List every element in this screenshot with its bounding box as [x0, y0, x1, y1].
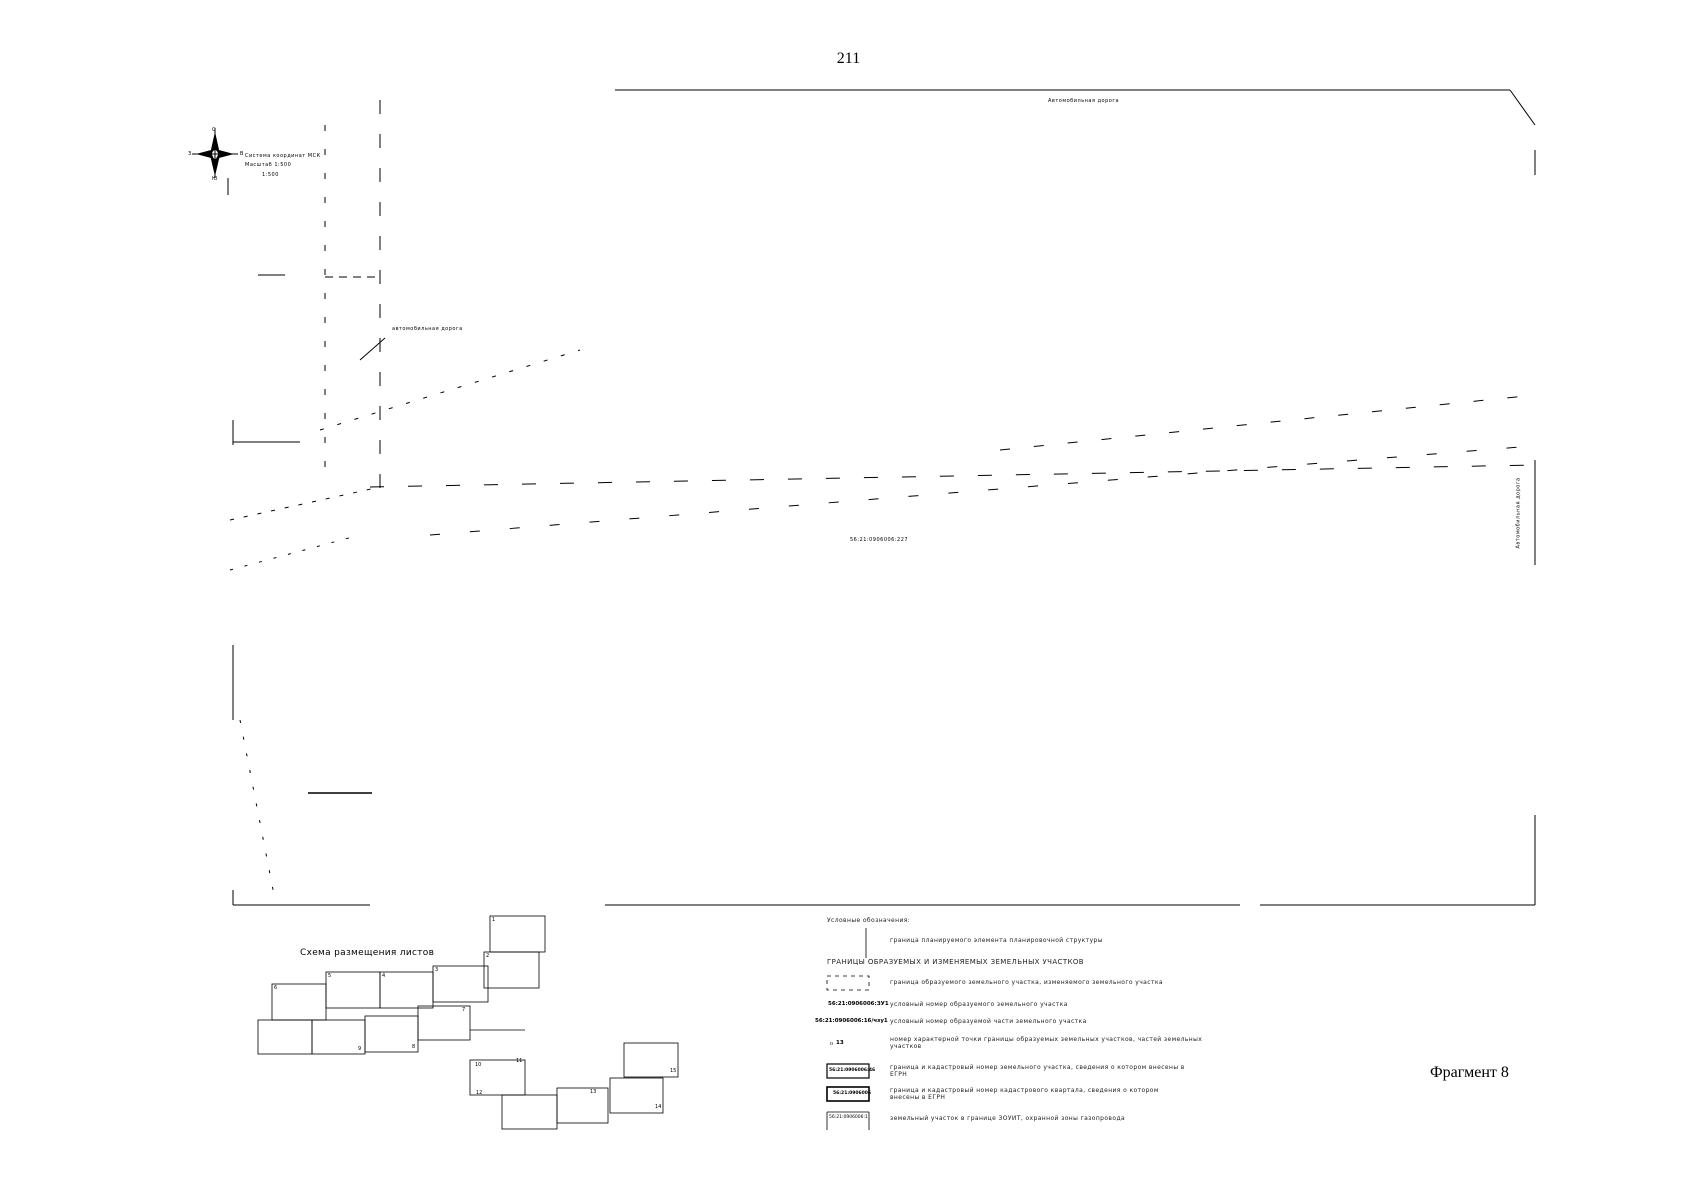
- map-frame: [227, 89, 1536, 906]
- legend-code: 56:21:0906006: [833, 1091, 872, 1096]
- compass-icon: [192, 128, 238, 178]
- west-label: З: [188, 151, 192, 157]
- sheet-number: 5: [328, 973, 332, 979]
- sheet-number: 6: [274, 985, 278, 991]
- sheet-number: 3: [435, 967, 439, 973]
- parcel-label: 56:21:0906006:227: [850, 537, 909, 543]
- legend-symbols: о: [826, 928, 870, 1130]
- road-label-small: автомобильная дорога: [392, 326, 463, 332]
- legend-code: 56:21:0906006:ЗУ1: [828, 1001, 889, 1007]
- south-label: Ю: [212, 176, 218, 182]
- sheet-number: 11: [516, 1058, 523, 1064]
- legend-code: 56:21:0906006:46: [829, 1068, 876, 1073]
- sheet-number: 12: [476, 1090, 483, 1096]
- page-number: 211: [836, 50, 861, 67]
- coordinate-system-label: Система координат МСК: [245, 153, 321, 159]
- legend-title: Условные обозначения:: [827, 917, 911, 924]
- sheet-number: 10: [475, 1062, 482, 1068]
- sheet-number: 15: [670, 1068, 677, 1074]
- sheet-number: 4: [382, 973, 386, 979]
- fragment-label: Фрагмент 8: [1430, 1064, 1509, 1081]
- legend-text: граница образуемого земельного участка, …: [890, 979, 1163, 986]
- legend-text: граница и кадастровый номер кадастрового…: [890, 1087, 1159, 1101]
- sheet-number: 7: [462, 1007, 466, 1013]
- sheet-number: 14: [655, 1104, 662, 1110]
- sheet-scheme: [257, 915, 679, 1130]
- legend-text: условный номер образуемого земельного уч…: [890, 1001, 1068, 1008]
- legend-text: условный номер образуемой части земельно…: [890, 1018, 1087, 1025]
- sheet-number: 8: [412, 1044, 416, 1050]
- sheet-number: 1: [492, 917, 496, 923]
- legend-code: 56:21:0906006:16/чзу1: [815, 1018, 888, 1024]
- svg-text:о: о: [830, 1041, 833, 1047]
- scale-label: Масштаб 1:500: [245, 162, 292, 168]
- scheme-title: Схема размещения листов: [300, 948, 435, 958]
- legend-text: граница планируемого элемента планировоч…: [890, 937, 1103, 944]
- sheet-number: 2: [486, 953, 490, 959]
- sheet-number: 9: [358, 1046, 362, 1052]
- legend-text: граница и кадастровый номер земельного у…: [890, 1064, 1185, 1078]
- scale-value: 1:500: [262, 172, 279, 178]
- legend-text: земельный участок в границе ЗОУИТ, охран…: [890, 1115, 1126, 1122]
- legend-code: 13: [836, 1040, 844, 1046]
- east-label: В: [240, 151, 244, 157]
- legend-text: номер характерной точки границы образуем…: [890, 1036, 1203, 1050]
- road-label-right: Автомобильная дорога: [1515, 477, 1522, 549]
- road-label-top: Автомобильная дорога: [1048, 98, 1120, 104]
- legend-code: 56:21:0906006:1: [829, 1115, 868, 1120]
- north-label: С: [212, 127, 216, 133]
- sheet-number: 13: [590, 1089, 597, 1095]
- legend-heading: ГРАНИЦЫ ОБРАЗУЕМЫХ И ИЗМЕНЯЕМЫХ ЗЕМЕЛЬНЫ…: [827, 958, 1084, 966]
